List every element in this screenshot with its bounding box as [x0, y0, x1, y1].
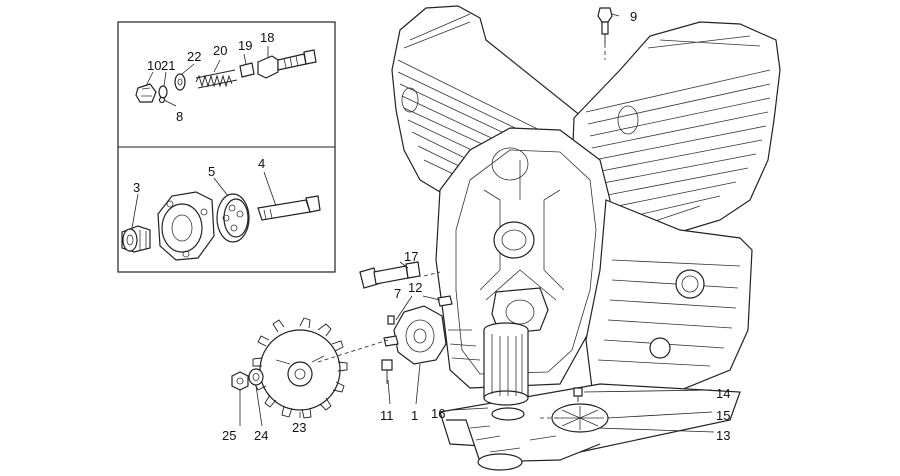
label-11: 11: [380, 408, 394, 423]
label-21: 21: [161, 58, 175, 73]
label-24: 24: [254, 428, 268, 443]
oil-pressure-sensor: [597, 7, 613, 44]
label-16: 16: [431, 406, 445, 421]
pump-cover: [381, 295, 453, 384]
label-13: 13: [716, 428, 730, 443]
label-1: 1: [411, 408, 418, 423]
label-5: 5: [208, 164, 215, 179]
label-19: 19: [238, 38, 252, 53]
label-10: 10: [147, 58, 161, 73]
label-20: 20: [213, 43, 227, 58]
drive-gear: [252, 317, 348, 419]
bolt-17: [359, 261, 421, 289]
label-15: 15: [716, 408, 730, 423]
oil-strainer: [491, 403, 609, 433]
label-25: 25: [222, 428, 236, 443]
leader-lines: [131, 13, 715, 433]
label-12: 12: [408, 280, 422, 295]
oil-pump-assembly: [121, 191, 321, 261]
label-4: 4: [258, 156, 265, 171]
pressure-relief-valve-assembly: [135, 49, 317, 104]
label-9: 9: [630, 9, 637, 24]
oil-filter-cartridge: [483, 322, 529, 406]
label-7: 7: [394, 286, 401, 301]
label-17: 17: [404, 249, 418, 264]
label-3: 3: [133, 180, 140, 195]
label-18: 18: [260, 30, 274, 45]
part-labels: 10 21 22 20 19 18 8 3 5 4 9 17 7 12 11 1…: [133, 9, 730, 443]
label-8: 8: [176, 109, 183, 124]
drain-screw: [573, 387, 583, 402]
label-14: 14: [716, 386, 730, 401]
label-22: 22: [187, 49, 201, 64]
engine-block: [391, 5, 781, 393]
label-23: 23: [292, 420, 306, 435]
nut-and-washer: [231, 368, 264, 391]
